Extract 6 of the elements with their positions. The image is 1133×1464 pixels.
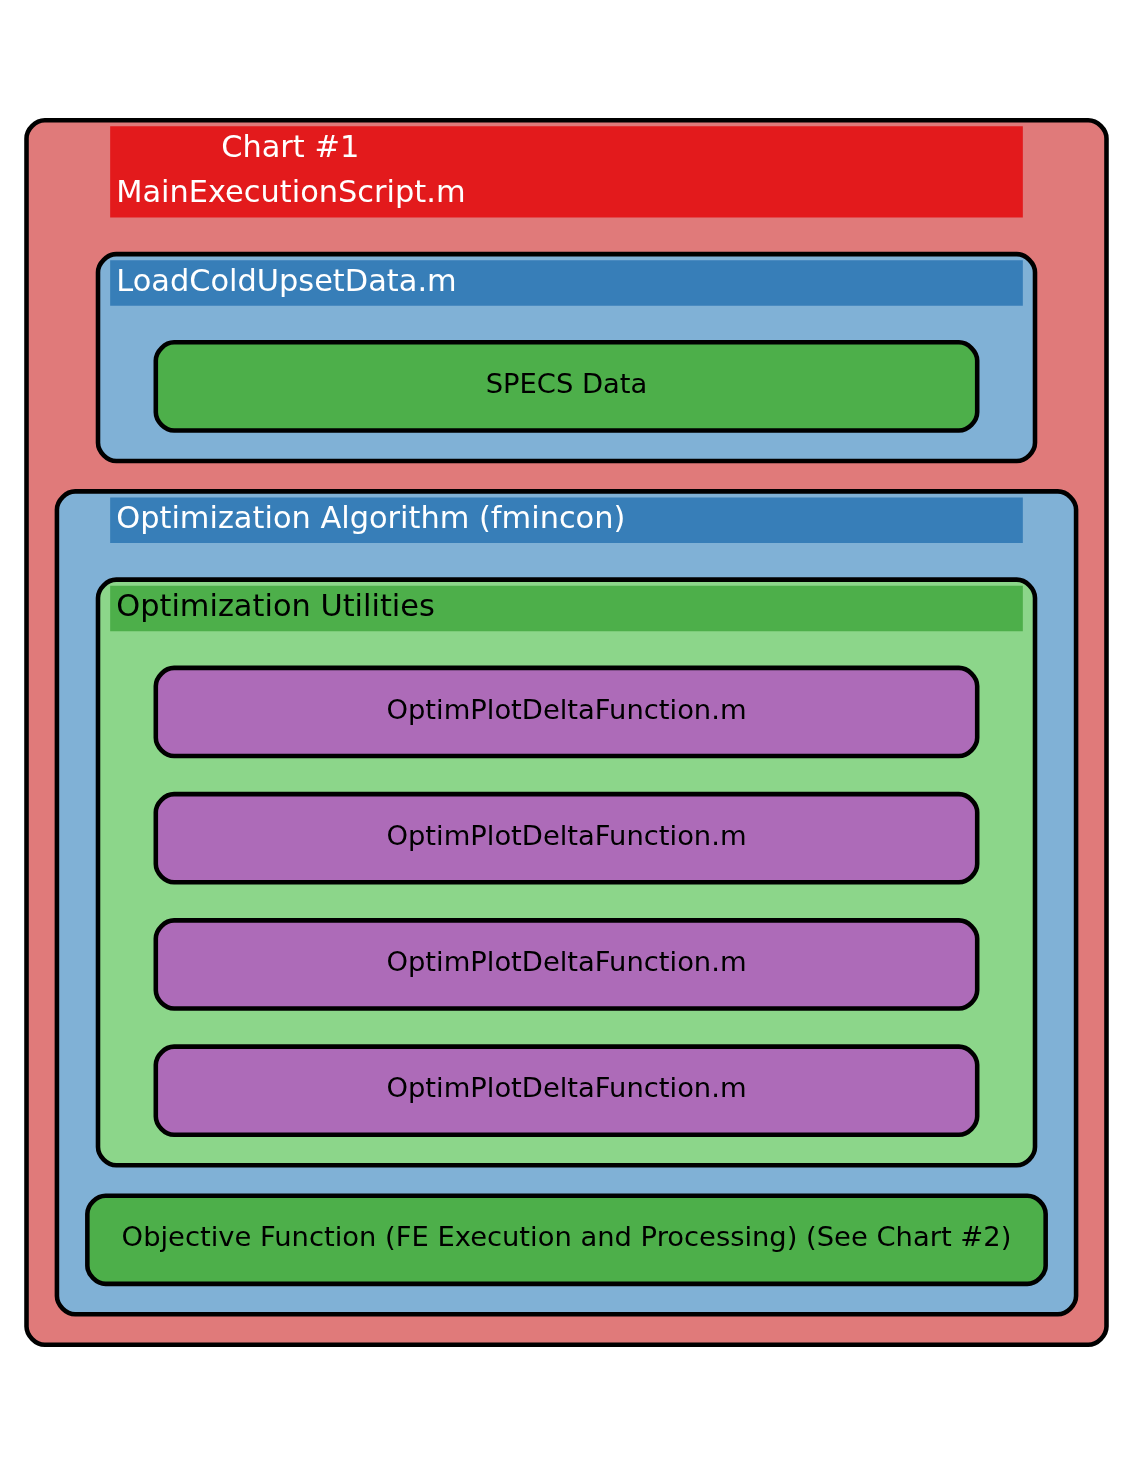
- node-box: OptimPlotDeltaFunction.m: [153, 665, 980, 758]
- node-box: Objective Function (FE Execution and Processing) (See Chart #2): [85, 1192, 1048, 1286]
- node-box: OptimPlotDeltaFunction.m: [153, 917, 980, 1011]
- node-box: OptimPlotDeltaFunction.m: [153, 1043, 980, 1137]
- node-box: SPECS Data: [153, 339, 980, 433]
- node-box: OptimPlotDeltaFunction.m: [153, 791, 980, 885]
